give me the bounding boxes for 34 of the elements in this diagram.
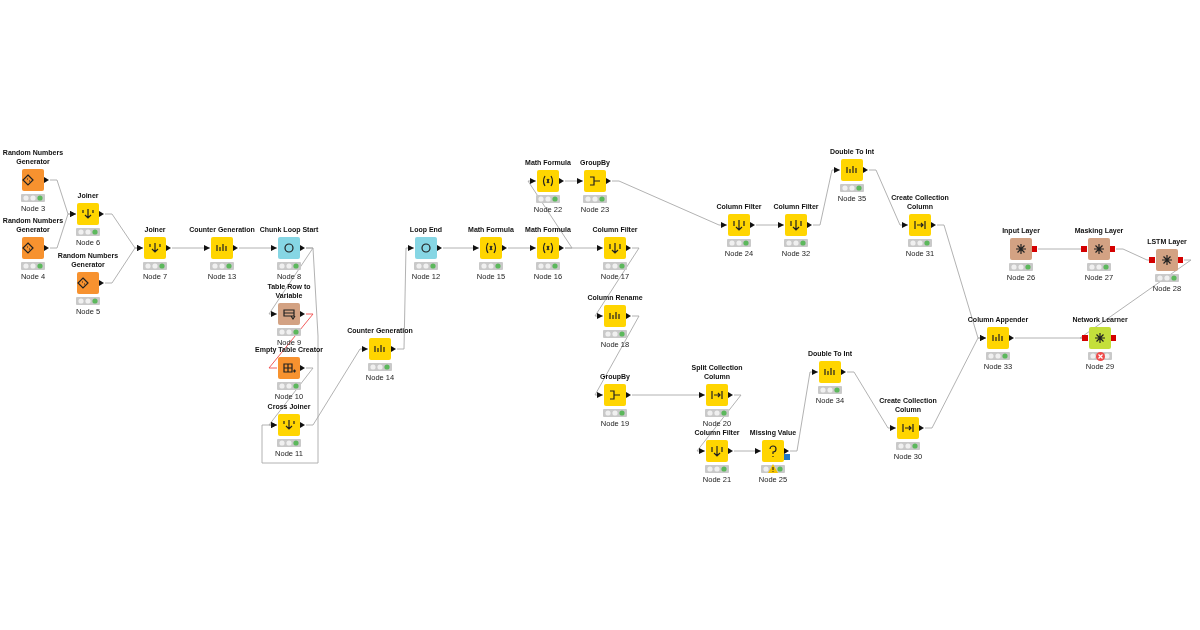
- workflow-node: [1088, 238, 1115, 260]
- workflow-node: [604, 305, 631, 327]
- workflow-node: [1156, 249, 1183, 271]
- workflow-node: [278, 237, 305, 259]
- workflow-node: [1089, 327, 1116, 349]
- workflow-node: [480, 237, 507, 259]
- workflow-node: [987, 327, 1014, 349]
- workflow-node: [604, 237, 631, 259]
- workflow-node: [1010, 238, 1037, 260]
- workflow-node: [22, 237, 49, 259]
- workflow-node: [77, 203, 104, 225]
- workflow-node: [537, 170, 564, 192]
- workflow-node: [278, 303, 305, 325]
- workflow-node: [415, 237, 442, 259]
- workflow-node: [22, 169, 49, 191]
- connection-line: [268, 313, 314, 369]
- workflow-node: [909, 214, 936, 236]
- workflow-node: [278, 414, 305, 436]
- workflow-node: [897, 417, 924, 439]
- workflow-node: [762, 440, 789, 462]
- workflow-node: [211, 237, 238, 259]
- workflow-node: [77, 272, 104, 294]
- workflow-node: [537, 237, 564, 259]
- workflow-node: [728, 214, 755, 236]
- workflow-node: [841, 159, 868, 181]
- workflow-node: [604, 384, 631, 406]
- workflow-node: [706, 440, 733, 462]
- workflow-node: [706, 384, 733, 406]
- workflow-node: [785, 214, 812, 236]
- workflow-node: [584, 170, 611, 192]
- workflow-node: [819, 361, 846, 383]
- workflow-node: [144, 237, 171, 259]
- workflow-node: [278, 357, 305, 379]
- workflow-node: [369, 338, 396, 360]
